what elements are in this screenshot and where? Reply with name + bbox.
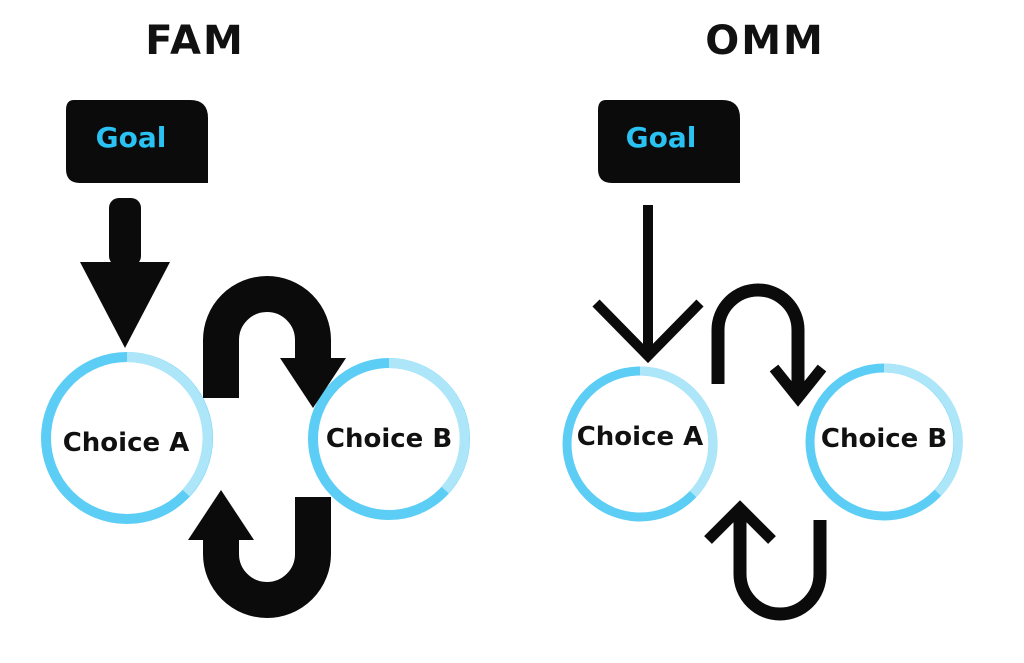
fam-choice-b: Choice B — [308, 358, 470, 520]
omm-goal-label: Goal — [626, 121, 697, 154]
omm-choice-a: Choice A — [562, 366, 718, 522]
fam-lower-uturn-arrow — [188, 490, 331, 618]
fam-upper-uturn-arrow — [203, 276, 346, 408]
fam-panel: FAM Goal Choice A Choice B — [41, 18, 470, 618]
fam-lower-uturn-head — [188, 490, 254, 540]
omm-upper-uturn-head — [769, 364, 827, 407]
omm-title: OMM — [705, 18, 825, 64]
omm-lower-uturn-head — [704, 500, 776, 544]
fam-choice-b-ring-highlight — [388, 358, 470, 494]
omm-lower-uturn-body — [733, 512, 827, 621]
fam-down-arrow-head — [80, 262, 170, 348]
omm-upper-uturn-body — [711, 283, 805, 398]
omm-choice-b-ring-highlight — [883, 363, 963, 497]
omm-down-arrow-head — [592, 299, 704, 364]
fam-goal-box: Goal — [66, 100, 208, 183]
omm-goal-to-choice-a-arrow — [592, 205, 704, 364]
fam-goal-box-shape — [66, 100, 208, 183]
omm-choice-a-label: Choice A — [577, 422, 704, 452]
fam-choice-a-label: Choice A — [63, 428, 190, 458]
fam-choice-b-label: Choice B — [326, 424, 452, 454]
fam-upper-uturn-body — [203, 276, 331, 398]
omm-choice-b: Choice B — [805, 363, 963, 521]
omm-panel: OMM Goal Choice A Choice B — [562, 18, 963, 621]
omm-goal-box-shape — [598, 100, 740, 183]
fam-title: FAM — [145, 18, 245, 64]
fam-choice-a: Choice A — [41, 352, 213, 524]
fam-upper-uturn-head — [280, 358, 346, 408]
fam-lower-uturn-body — [203, 497, 331, 618]
omm-lower-uturn-arrow — [704, 500, 827, 621]
omm-choice-a-ring-highlight — [639, 366, 718, 498]
fam-goal-label: Goal — [96, 121, 167, 154]
fam-choice-a-ring-highlight — [126, 352, 213, 497]
omm-choice-b-label: Choice B — [821, 424, 947, 454]
omm-upper-uturn-arrow — [711, 283, 827, 407]
fam-goal-to-choice-a-arrow — [80, 198, 170, 348]
omm-goal-box: Goal — [598, 100, 740, 183]
fam-down-arrow-shaft — [109, 198, 141, 266]
